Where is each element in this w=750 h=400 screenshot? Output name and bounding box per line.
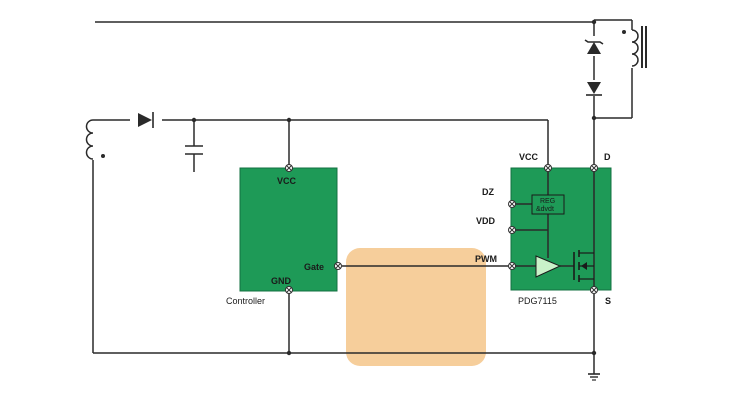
ground-icon [588,373,600,381]
controller-gnd-label: GND [271,276,292,286]
zener-diode-icon [584,39,604,54]
switch-ic-block: REG &dvdt [508,164,612,294]
switch-drain-label: D [604,152,611,162]
switch-vdd-pin [508,226,516,234]
regulator-label-line2: &dvdt [536,206,554,213]
rectifier-diode-icon [138,112,154,128]
switch-vcc-pin [544,164,552,172]
switch-part-number: PDG7115 [518,296,557,306]
switch-dz-pin [508,200,516,208]
switch-source-pin [590,286,598,294]
controller-gate-label: Gate [304,262,324,272]
controller-block: VCC Gate GND [239,164,342,294]
switch-drain-pin [590,164,598,172]
switch-vdd-label: VDD [476,216,496,226]
controller-vcc-pin [285,164,293,172]
controller-vcc-label: VCC [277,176,297,186]
controller-name-label: Controller [226,296,265,306]
controller-gnd-pin [285,286,293,294]
switch-pwm-pin [508,262,516,270]
regulator-label-line1: REG [540,198,555,205]
switch-vcc-label: VCC [519,152,539,162]
mosfet-icon [573,250,594,282]
clamp-diode-icon [586,82,602,96]
junction-dots [191,19,597,356]
circuit-wires [92,19,633,374]
switch-dz-label: DZ [482,187,494,197]
transformer-icon [622,26,647,68]
controller-gate-pin [334,262,342,270]
switch-pwm-label: PWM [475,254,497,264]
capacitor-icon [185,145,203,155]
regulator-box [531,194,565,215]
highlight-box [346,248,486,366]
switch-source-label: S [605,296,611,306]
gate-driver-icon [535,255,562,278]
auxiliary-winding-icon [85,119,105,160]
